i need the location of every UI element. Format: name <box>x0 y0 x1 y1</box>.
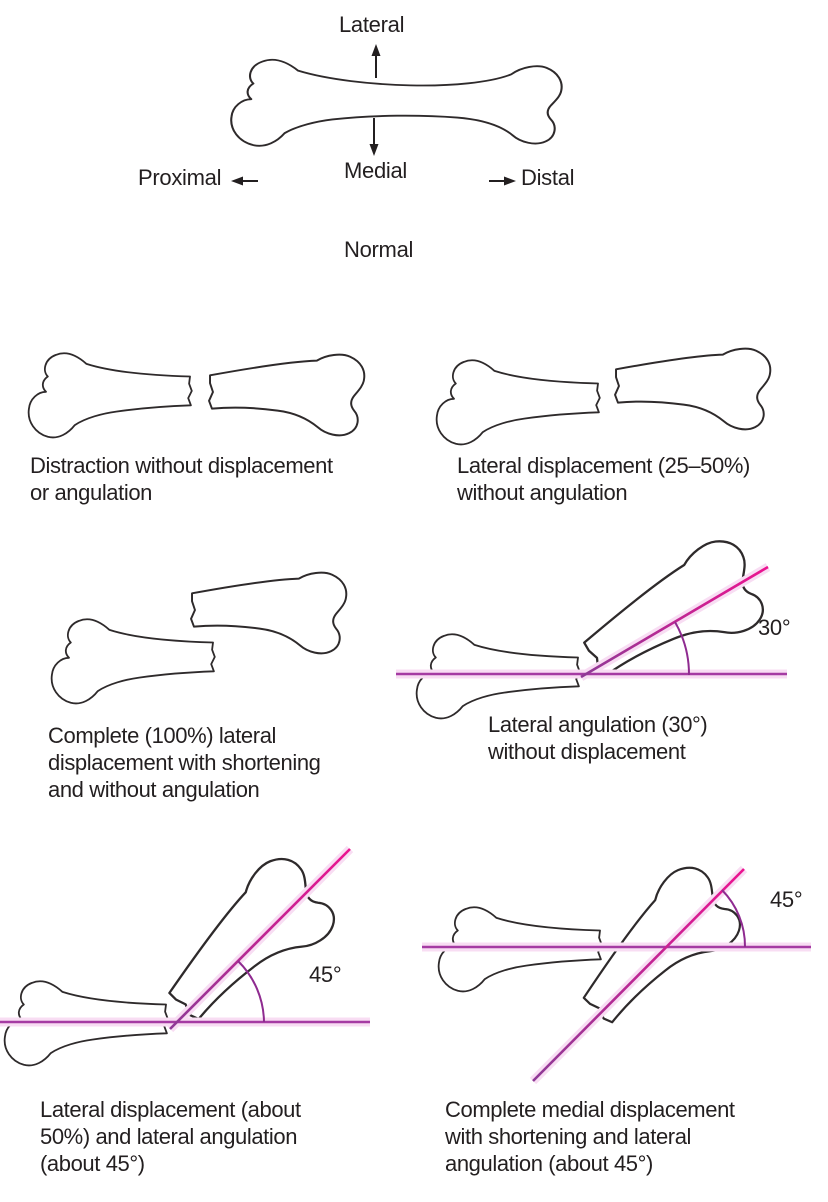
distal-fragment <box>208 353 366 437</box>
caption-line: without angulation <box>457 480 628 505</box>
proximal-fragment <box>435 359 601 446</box>
caption-complete-lateral: Complete (100%) lateral displacement wit… <box>48 722 321 803</box>
right-arrow-icon <box>489 176 516 186</box>
proximal-fragment <box>50 618 216 705</box>
caption-line: displacement with shortening <box>48 750 321 775</box>
caption-line: 50%) and lateral angulation <box>40 1124 298 1149</box>
distal-axis-line <box>169 848 351 1030</box>
caption-line: (about 45°) <box>40 1151 145 1176</box>
orientation-arrows <box>231 44 516 186</box>
panel-complete-lateral-bones <box>50 571 348 705</box>
caption-lateral-displacement: Lateral displacement (25–50%) without an… <box>457 452 750 506</box>
label-proximal: Proximal <box>138 165 222 190</box>
caption-line: without displacement <box>488 739 686 764</box>
caption-line: Lateral displacement (about <box>40 1097 301 1122</box>
distal-fragment <box>614 347 772 431</box>
panel-lateral-displacement-bones <box>435 347 772 446</box>
label-medial: Medial <box>344 158 408 183</box>
caption-line: Lateral angulation (30°) <box>488 712 708 737</box>
panel-medial-displacement <box>422 856 811 1085</box>
label-distal: Distal <box>521 165 575 190</box>
panel-lateral-angulation <box>396 529 787 720</box>
angle-arc <box>721 889 747 948</box>
left-arrow-icon <box>231 176 258 186</box>
distal-axis-line <box>580 565 769 679</box>
proximal-fragment <box>27 352 193 439</box>
angle-arc <box>237 960 265 1023</box>
angle-value-45-right: 45° <box>770 887 803 912</box>
distal-axis-line <box>532 868 745 1082</box>
caption-line: and without angulation <box>48 777 260 802</box>
caption-lateral-angulation: Lateral angulation (30°) without displac… <box>488 711 708 765</box>
caption-distraction: Distraction without displacement or angu… <box>30 452 333 506</box>
caption-medial-displacement: Complete medial displacement with shorte… <box>445 1096 735 1177</box>
caption-displacement-angulation: Lateral displacement (about 50%) and lat… <box>40 1096 301 1177</box>
up-arrow-icon <box>371 44 381 78</box>
distal-fragment <box>190 571 348 655</box>
caption-line: or angulation <box>30 480 153 505</box>
caption-line: with shortening and lateral <box>445 1124 692 1149</box>
panel-displacement-angulation <box>0 845 370 1067</box>
caption-line: Complete medial displacement <box>445 1097 735 1122</box>
angle-arc <box>674 621 691 676</box>
label-normal: Normal <box>344 237 414 262</box>
caption-line: Lateral displacement (25–50%) <box>457 453 750 478</box>
angle-value-30: 30° <box>758 615 791 640</box>
label-lateral: Lateral <box>339 12 405 37</box>
down-arrow-icon <box>369 118 379 156</box>
caption-line: Complete (100%) lateral <box>48 723 277 748</box>
caption-line: angulation (about 45°) <box>445 1151 653 1176</box>
panel-distraction-bones <box>27 352 366 439</box>
caption-line: Distraction without displacement <box>30 453 333 478</box>
normal-femur <box>230 58 563 147</box>
angle-value-45-left: 45° <box>309 962 342 987</box>
